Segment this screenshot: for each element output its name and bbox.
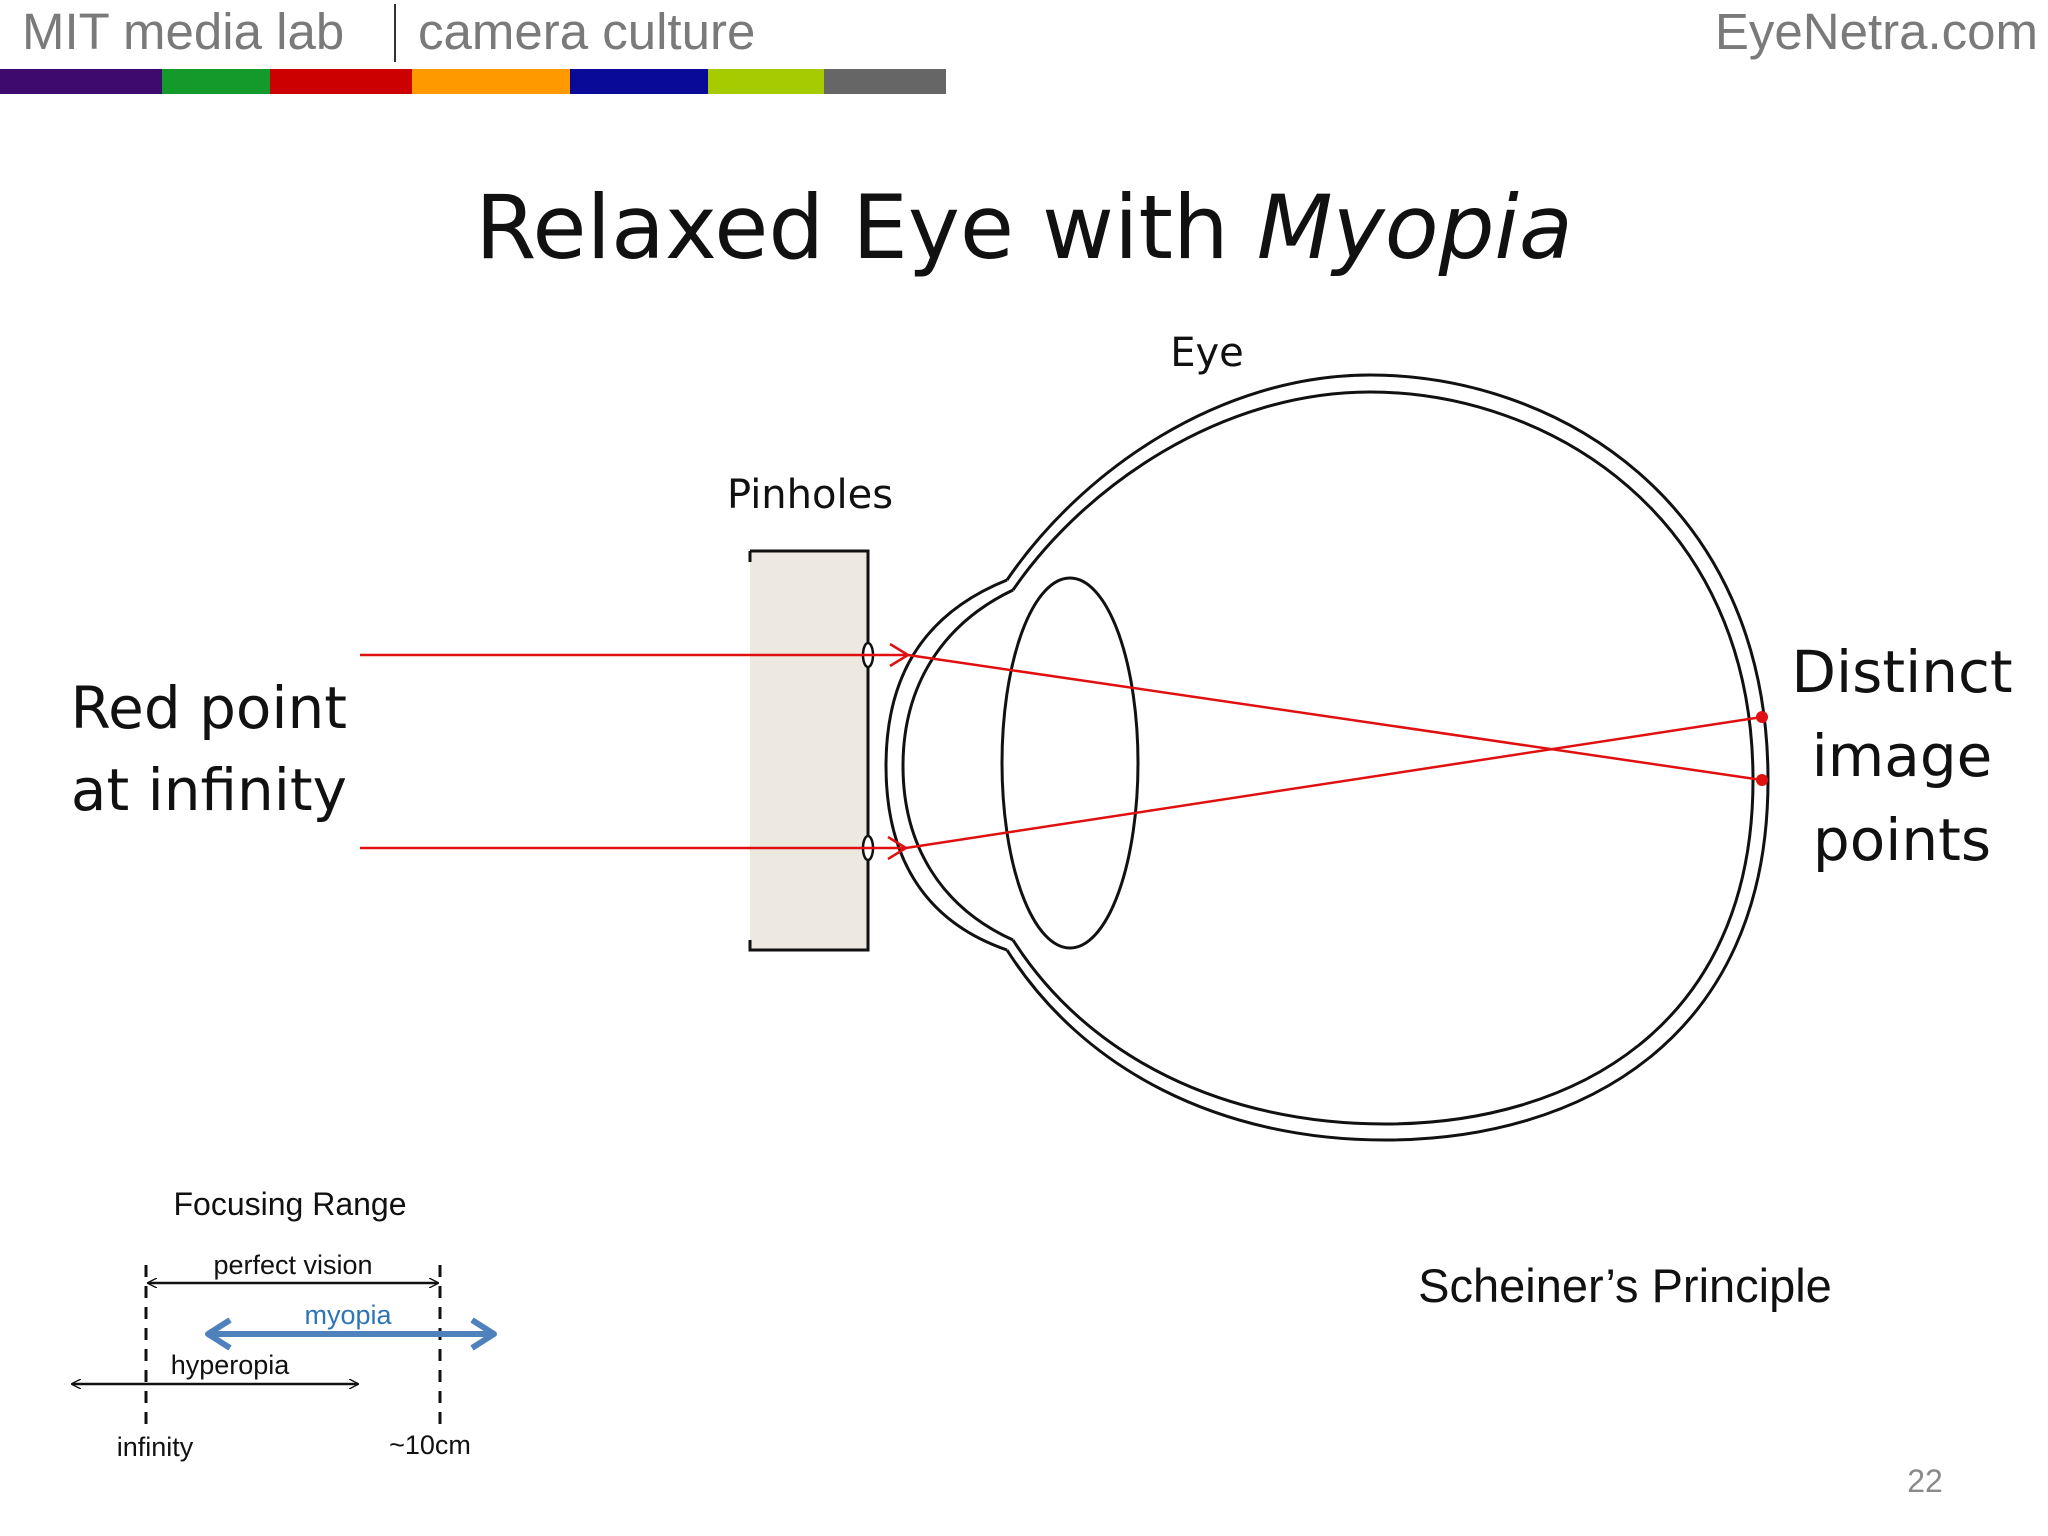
color-bar-segment	[162, 69, 270, 94]
cornea-outer	[884, 578, 1008, 952]
eyeball-inner	[1011, 390, 1755, 1126]
light-rays	[360, 642, 1768, 861]
title-italic: Myopia	[1256, 176, 1573, 279]
page-number: 22	[1907, 1463, 1943, 1499]
image-point-lower	[1756, 774, 1768, 786]
principle-label: Scheiner’s Principle	[1418, 1259, 1832, 1312]
color-bar-segment	[570, 69, 708, 94]
image-label-line2: image	[1812, 722, 1993, 790]
color-bar-segment	[412, 69, 570, 94]
eye-label: Eye	[1170, 330, 1244, 376]
crystalline-lens	[1000, 576, 1140, 950]
source-label-line1: Red point	[70, 674, 347, 742]
site-url: EyeNetra.com	[1714, 3, 2038, 60]
color-bar	[0, 69, 946, 94]
myopia-arrowhead-right	[470, 1317, 497, 1351]
eyeball-outer	[1005, 373, 1770, 1142]
image-label-line3: points	[1813, 806, 1991, 874]
color-bar-segment	[824, 69, 946, 94]
focusing-range-title: Focusing Range	[173, 1186, 406, 1222]
far-point-label: infinity	[117, 1432, 194, 1462]
ray-bottom-refracted	[905, 715, 1763, 850]
near-point-label: ~10cm	[389, 1430, 471, 1460]
ray-top-refracted	[907, 653, 1763, 782]
color-bar-segment	[270, 69, 412, 94]
hyperopia-label: hyperopia	[171, 1350, 291, 1380]
cornea-inner	[901, 588, 1014, 942]
pinhole-plate	[748, 549, 870, 952]
slide-title: Relaxed Eye with Myopia	[0, 168, 2048, 288]
image-point-upper	[1756, 711, 1768, 723]
color-bar-segment	[0, 69, 162, 94]
myopia-arrowhead-left	[205, 1317, 232, 1351]
perfect-vision-label: perfect vision	[213, 1250, 372, 1280]
image-label-line1: Distinct	[1791, 638, 2012, 706]
myopia-label: myopia	[304, 1300, 392, 1330]
color-bar-segment	[708, 69, 824, 94]
source-label-line2: at infinity	[71, 756, 347, 824]
pinholes-label: Pinholes	[727, 472, 893, 518]
group-name: camera culture	[418, 3, 756, 60]
title-plain: Relaxed Eye with	[475, 176, 1257, 279]
lab-name: MIT media lab	[22, 3, 345, 60]
header-divider	[394, 4, 396, 62]
focusing-range-inset: Focusing Range perfect vision myopia hyp…	[72, 1186, 497, 1462]
